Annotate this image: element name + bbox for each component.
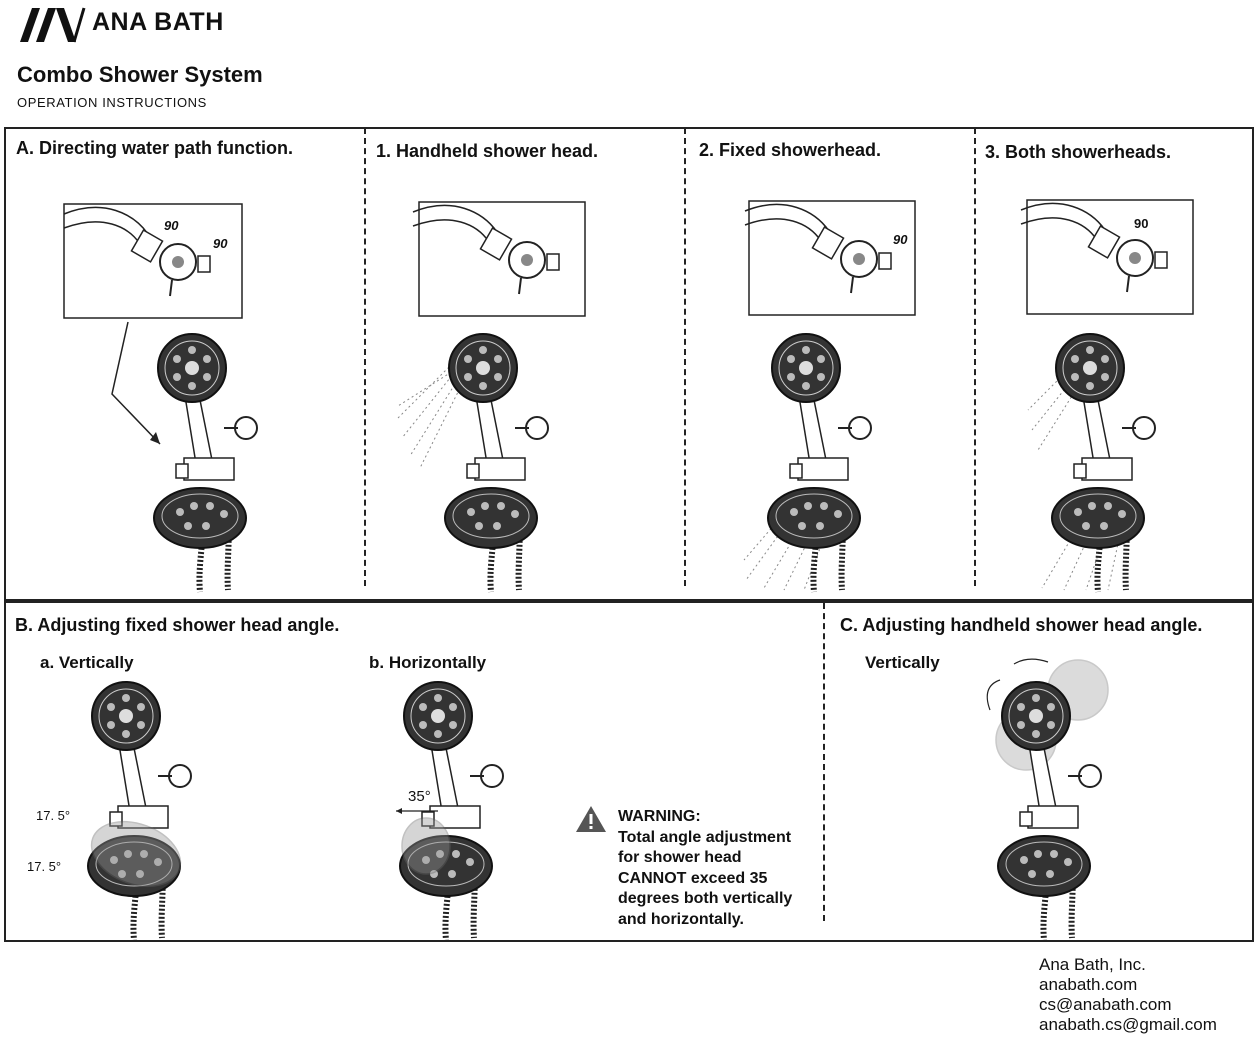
contact-website[interactable]: anabath.com xyxy=(1039,975,1138,994)
warning-title: WARNING: xyxy=(618,808,701,825)
section-a-title: A. Directing water path function. xyxy=(16,138,294,158)
vertical-angle-down: 17. 5° xyxy=(27,859,62,874)
diverter-angle-2: 90 xyxy=(213,236,228,251)
page-title: Combo Shower System xyxy=(17,62,263,87)
warning-triangle-icon xyxy=(576,806,606,832)
contact-company: Ana Bath, Inc. xyxy=(1039,955,1146,974)
divider-bc xyxy=(823,603,825,921)
horizontal-angle: 35° xyxy=(408,788,431,805)
horizontal-angle-arrow-icon xyxy=(396,808,438,814)
rotate-arrows-icon xyxy=(986,658,1049,711)
section-c-vertical-label: Vertically xyxy=(865,653,940,672)
warning-line-2: for shower head xyxy=(618,849,742,866)
contact-block: Ana Bath, Inc. anabath.com cs@anabath.co… xyxy=(1039,955,1217,1035)
warning-text: WARNING: Total angle adjustment for show… xyxy=(618,807,792,930)
diverter-diagram-3 xyxy=(1020,199,1194,315)
diverter-angle-step3: 90 xyxy=(1134,216,1149,231)
shower-assembly-2 xyxy=(768,330,898,595)
divider-a-3 xyxy=(974,128,976,586)
step-2-label: 2. Fixed showerhead. xyxy=(699,140,882,160)
diverter-diagram-a xyxy=(63,203,243,319)
vertical-angle-up-text: 17. 5 xyxy=(36,808,65,823)
contact-email[interactable]: cs@anabath.com xyxy=(1039,995,1172,1014)
ghost-head-vertical xyxy=(90,820,182,888)
divider-a-2 xyxy=(684,128,686,586)
diverter-angle-1: 90 xyxy=(164,218,179,233)
divider-a-1 xyxy=(364,128,366,586)
brand-name: ANA BATH xyxy=(92,8,224,36)
diverter-angle-step2: 90 xyxy=(893,232,908,247)
vertical-angle-up: 17. 5° xyxy=(36,808,71,823)
brand-logo-icon xyxy=(20,7,86,43)
shower-assembly-1 xyxy=(445,330,575,595)
horizontal-angle-text: 35 xyxy=(408,788,425,805)
ghost-head-horizontal xyxy=(401,817,451,875)
pointer-arrow-icon xyxy=(111,321,161,445)
step-3-label: 3. Both showerheads. xyxy=(985,142,1172,162)
contact-alt-email[interactable]: anabath.cs@gmail.com xyxy=(1039,1015,1217,1034)
page-subtitle: OPERATION INSTRUCTIONS xyxy=(17,95,207,110)
warning-line-1: Total angle adjustment xyxy=(618,828,792,846)
shower-assembly-a xyxy=(154,330,284,595)
vertical-label: a. Vertically xyxy=(40,653,134,672)
horizontal-label: b. Horizontally xyxy=(369,653,487,672)
shower-assembly-b-vertical xyxy=(88,678,218,943)
diverter-diagram-2 xyxy=(744,200,916,316)
section-bc-panel xyxy=(4,601,1254,942)
vertical-angle-down-text: 17. 5 xyxy=(27,859,56,874)
section-c-title: C. Adjusting handheld shower head angle. xyxy=(840,615,1203,635)
warning-line-3: CANNOT exceed 35 xyxy=(618,869,768,887)
section-b-title: B. Adjusting fixed shower head angle. xyxy=(15,615,340,635)
shower-assembly-3 xyxy=(1052,330,1182,595)
section-a-panel xyxy=(4,127,1254,601)
shower-assembly-c xyxy=(998,678,1128,943)
warning-line-4: degrees both vertically xyxy=(618,890,793,907)
diverter-diagram-1 xyxy=(412,201,586,317)
step-1-label: 1. Handheld shower head. xyxy=(376,141,599,161)
warning-line-5: and horizontally. xyxy=(618,910,744,928)
